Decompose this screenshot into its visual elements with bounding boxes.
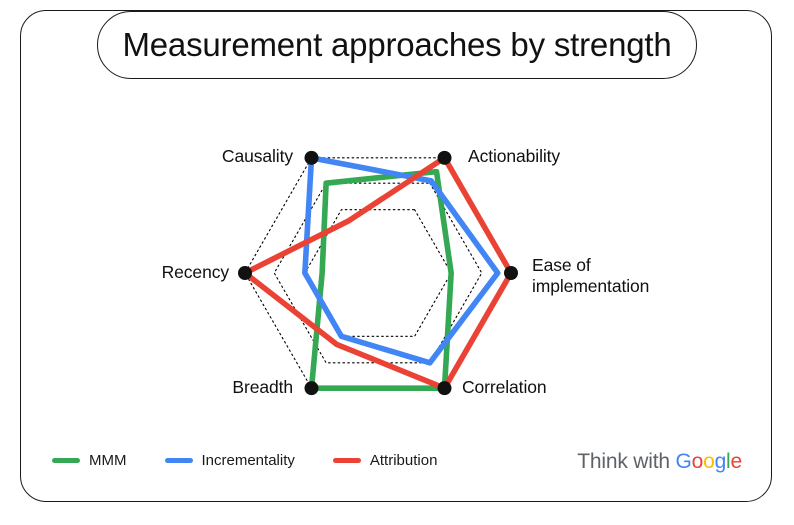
axis-vertex-marker [304,381,319,396]
axis-vertex-marker [504,266,518,280]
radar-gridlines [244,157,512,389]
legend-item-attribution[interactable]: Attribution [332,452,438,469]
brand-prefix: Think with [577,450,676,473]
legend-label: Attribution [369,452,438,469]
think-with-google-logo: Think with Google [577,450,742,474]
google-letter-o1: o [691,450,704,473]
legend-swatch-icon [332,457,361,464]
radar-vertex-markers [238,150,518,396]
page-title: Measurement approaches by strength [122,26,672,63]
legend-label: Incrementality [201,452,295,469]
google-letter-l: l [726,450,731,473]
axis-vertex-marker [238,266,252,280]
google-letter-o2: o [703,450,715,473]
google-letter-g: G [675,450,692,473]
grid-ring-2 [244,157,512,389]
legend-item-incrementality[interactable]: Incrementality [164,452,295,469]
legend-swatch-icon [164,457,193,464]
axis-vertex-marker [304,150,319,165]
axis-label-ease-of: Ease of implementation [532,255,650,296]
axis-label-correlation: Correlation [462,377,547,397]
axis-vertex-marker [437,381,452,396]
axis-vertex-marker [437,150,452,165]
card-border [20,10,772,502]
axis-label-causality: Causality [221,146,293,166]
legend-label: MMM [89,452,127,469]
radar-series-layer [242,155,514,391]
series-mmm [308,168,454,391]
legend-item-mmm[interactable]: MMM [52,452,127,469]
google-letter-e: e [730,450,743,473]
axis-label-actionability: Actionability [468,146,561,166]
axis-label-breadth: Breadth [232,377,293,397]
axis-label-recency: Recency [161,262,229,282]
series-attribution [242,155,514,391]
title-pill: Measurement approaches by strength [97,11,697,79]
legend-swatch-icon [52,457,80,464]
chart-legend: MMM Incrementality Attribution [52,452,437,469]
google-letter-g2: g [714,450,727,473]
